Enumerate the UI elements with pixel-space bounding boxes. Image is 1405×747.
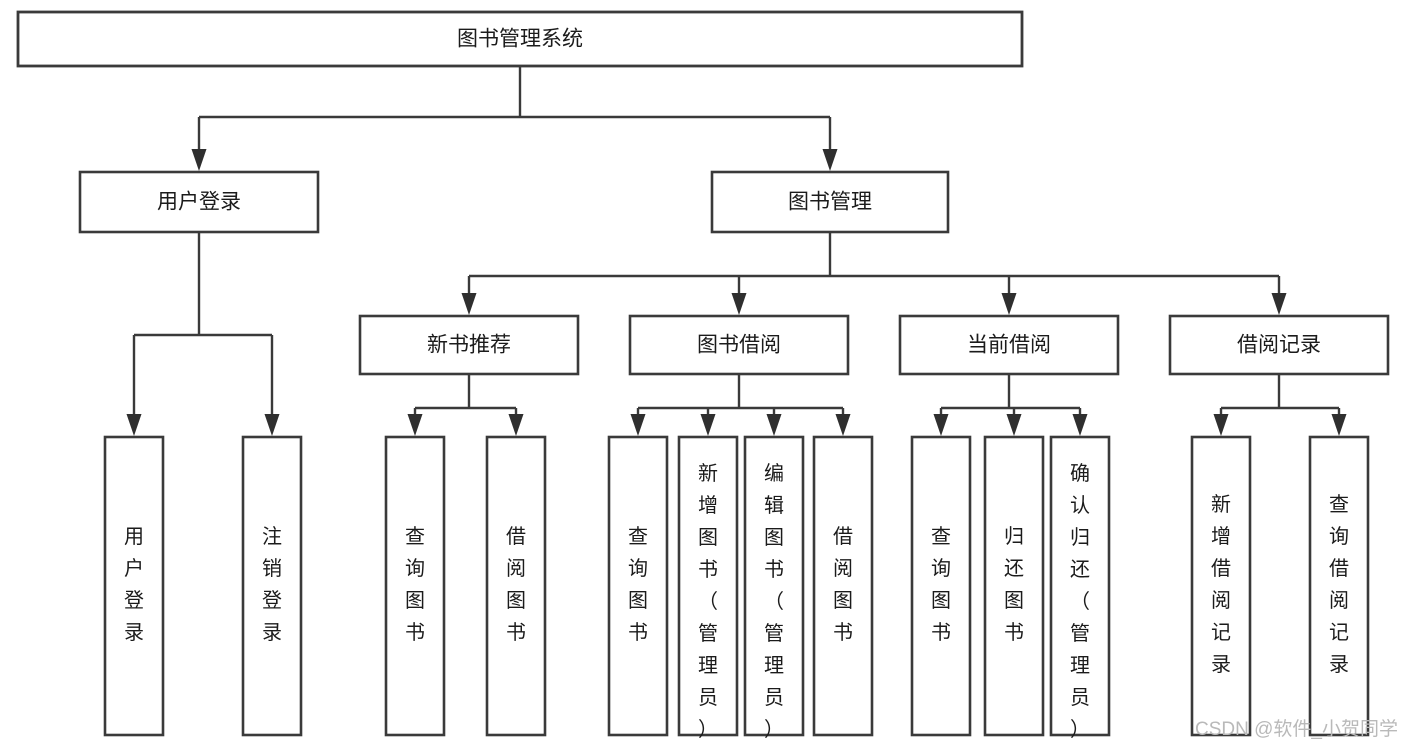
node-box [78,170,320,234]
connector-group-book-manage [461,232,1287,315]
node-label: 查询图书 [405,525,425,644]
node-label: 用户登录 [157,191,241,214]
node-user-login[interactable]: 用户登录 [78,170,320,234]
arrow-head-icon [835,414,851,436]
connector-group-borrow-record [1213,374,1347,436]
node-book-manage[interactable]: 图书管理 [710,170,950,234]
node-label: 归还图书 [1004,525,1024,644]
node-label: 图书管理系统 [457,28,583,51]
node-box [812,435,874,737]
node-current-borrow[interactable]: 当前借阅 [898,314,1120,376]
node-box [983,435,1045,737]
arrow-head-icon [407,414,423,436]
node-box [485,435,547,737]
csdn-watermark: CSDN @软件_小贺同学 [1195,718,1398,740]
node-label: 借阅图书 [833,525,853,644]
node-label: 查询借阅记录 [1329,493,1349,676]
node-box [1190,435,1252,737]
arrow-head-icon [461,293,477,315]
node-leaf-add-record[interactable]: 新增借阅记录 [1190,435,1252,737]
arrow-head-icon [700,414,716,436]
arrow-head-icon [822,149,838,171]
node-label: 查询图书 [931,525,951,644]
node-new-book-recommend[interactable]: 新书推荐 [358,314,580,376]
arrow-head-icon [766,414,782,436]
arrow-head-icon [508,414,524,436]
connector-group-new-book-recommend [407,374,524,436]
node-box [1168,314,1390,376]
node-leaf-add-book[interactable]: 新增图书（管理员） [677,435,739,741]
node-box [628,314,850,376]
node-leaf-query-book-3[interactable]: 查询图书 [910,435,972,737]
node-leaf-confirm-return[interactable]: 确认归还（管理员） [1049,435,1111,741]
node-box [710,170,950,234]
node-leaf-query-book-1[interactable]: 查询图书 [384,435,446,737]
connector-group-root [191,66,838,171]
node-leaf-edit-book[interactable]: 编辑图书（管理员） [743,435,805,741]
node-label: 借阅记录 [1237,334,1321,357]
node-box [898,314,1120,376]
node-label: 注销登录 [262,525,282,644]
connector-group-current-borrow [933,374,1088,436]
arrow-head-icon [933,414,949,436]
node-label: 确认归还（管理员） [1070,462,1090,741]
node-box [677,435,739,737]
node-leaf-return-book[interactable]: 归还图书 [983,435,1045,737]
node-label: 新书推荐 [427,334,511,357]
connector-group-user-login [126,232,280,436]
node-label: 新增图书（管理员） [698,462,718,741]
node-borrow-record[interactable]: 借阅记录 [1168,314,1390,376]
arrow-head-icon [1213,414,1229,436]
node-leaf-borrow-book-1[interactable]: 借阅图书 [485,435,547,737]
node-leaf-borrow-book-2[interactable]: 借阅图书 [812,435,874,737]
node-leaf-query-record[interactable]: 查询借阅记录 [1308,435,1370,737]
node-root[interactable]: 图书管理系统 [16,10,1024,68]
arrow-head-icon [191,149,207,171]
node-label: 图书借阅 [697,334,781,357]
edges-layer [126,66,1347,436]
arrow-head-icon [1006,414,1022,436]
arrow-head-icon [1072,414,1088,436]
node-box [1049,435,1111,737]
arrow-head-icon [1001,293,1017,315]
node-leaf-user-login[interactable]: 用户登录 [103,435,165,737]
node-leaf-query-book-2[interactable]: 查询图书 [607,435,669,737]
node-label: 编辑图书（管理员） [764,462,784,741]
node-leaf-user-logout[interactable]: 注销登录 [241,435,303,737]
connector-group-book-borrow [630,374,851,436]
node-label: 查询图书 [628,525,648,644]
node-box [103,435,165,737]
arrow-head-icon [630,414,646,436]
node-box [607,435,669,737]
node-label: 新增借阅记录 [1211,493,1231,676]
arrow-head-icon [1331,414,1347,436]
node-box [384,435,446,737]
node-label: 借阅图书 [506,525,526,644]
arrow-head-icon [126,414,142,436]
node-box [16,10,1024,68]
node-box [241,435,303,737]
nodes-layer: 图书管理系统用户登录图书管理新书推荐图书借阅当前借阅借阅记录用户登录注销登录查询… [16,10,1390,741]
node-box [743,435,805,737]
arrow-head-icon [1271,293,1287,315]
arrow-head-icon [731,293,747,315]
node-label: 用户登录 [124,526,144,644]
node-book-borrow[interactable]: 图书借阅 [628,314,850,376]
node-box [1308,435,1370,737]
arrow-head-icon [264,414,280,436]
node-label: 当前借阅 [967,334,1051,357]
node-label: 图书管理 [788,191,872,214]
node-box [358,314,580,376]
node-box [910,435,972,737]
